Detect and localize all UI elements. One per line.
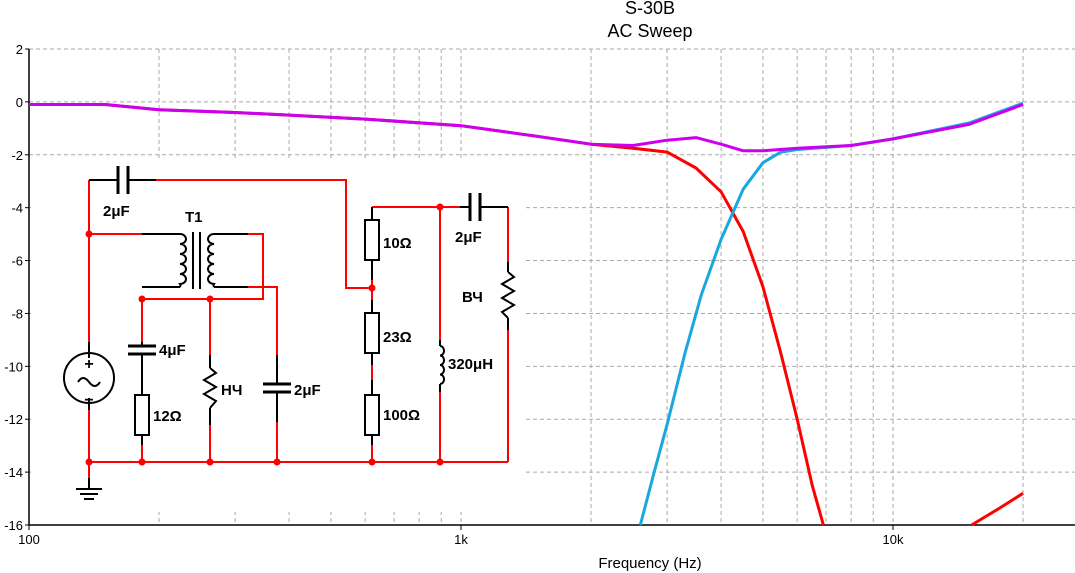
series-line-2 [29,103,1024,153]
series-line-0 [970,492,1024,527]
capacitor-lf-series [128,344,156,356]
y-tick-label: 0 [16,95,23,110]
junction-dots [85,203,444,466]
y-tick-label: -4 [11,201,23,216]
y-tick-label: -10 [4,359,23,374]
capacitor-lf-shunt [263,382,291,394]
chart-subtitle: AC Sweep [607,21,693,41]
label-lf-load: НЧ [221,382,242,399]
hf-load-resistor [500,271,516,319]
curves [29,101,1024,527]
label-r-mid: 23Ω [383,329,412,346]
label-transformer: T1 [185,209,203,226]
capacitor-input [116,166,130,194]
label-hf-load: ВЧ [462,289,483,306]
transformer-t1 [178,232,216,289]
circuit-schematic: + − 2μF [31,160,523,512]
inductor-320uh [439,345,445,385]
y-tick-label: -2 [11,148,23,163]
y-tick-label: -16 [4,518,23,533]
resistor-100ohm [364,394,380,436]
sine-icon [77,377,101,387]
label-c-lf-shunt: 2μF [294,382,321,399]
x-tick-label: 1k [454,532,468,547]
ac-source: + − [63,352,115,409]
x-tick-label: 10k [883,532,904,547]
chart-title: S-30B [624,0,676,18]
y-tick-label: -14 [4,465,23,480]
y-tick-label: -6 [11,254,23,269]
component-leads [88,179,509,445]
lf-load-resistor [202,367,218,409]
label-c-hf: 2μF [455,229,482,246]
capacitor-hf [468,193,482,221]
label-c-input: 2μF [103,203,130,220]
y-tick-label: -12 [4,412,23,427]
source-plus: + [84,356,93,373]
label-r-lf-series: 12Ω [153,408,182,425]
x-axis-label: Frequency (Hz) [598,555,701,572]
label-r-top: 10Ω [383,235,412,252]
label-l-hf: 320μH [448,356,493,373]
x-tick-label: 100 [18,532,40,547]
resistor-12ohm [134,394,150,436]
series-line-1 [638,101,1024,526]
source-minus: − [84,392,93,409]
ground-icon [76,478,102,500]
label-c-lf-series: 4μF [159,342,186,359]
resistor-23ohm [364,312,380,354]
resistor-10ohm [364,219,380,261]
label-r-bottom: 100Ω [383,407,420,424]
y-tick-label: 2 [16,42,23,57]
y-tick-label: -8 [11,306,23,321]
